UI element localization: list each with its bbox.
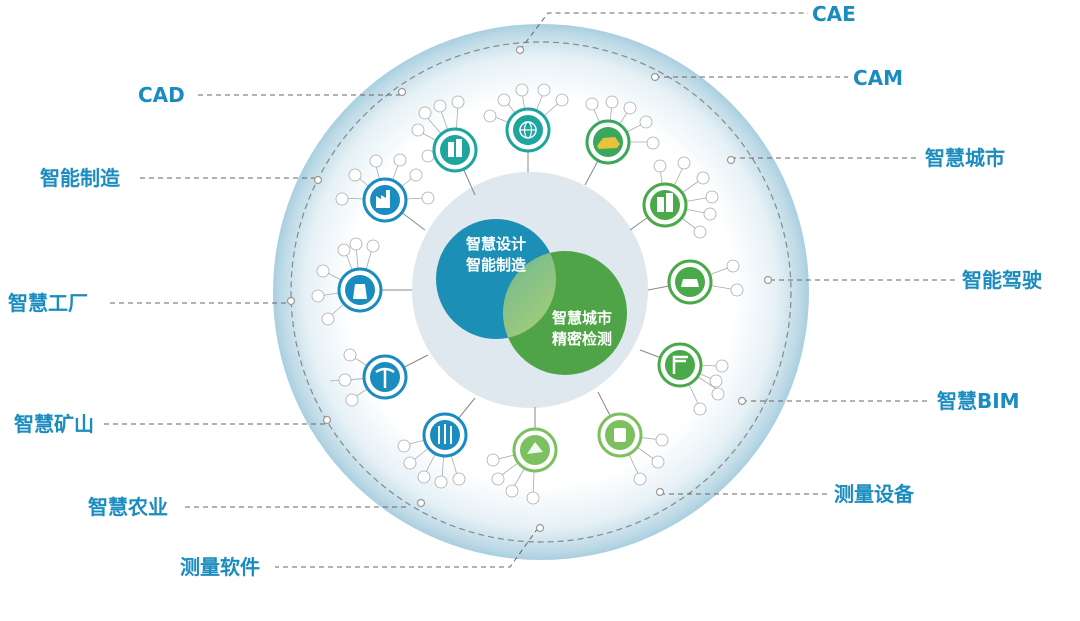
hub-power-plant [311, 237, 383, 326]
venn-left-line-2: 智能制造 [465, 256, 526, 274]
ring-dots [286, 45, 773, 533]
label-smart-agriculture: 智慧农业 [88, 495, 168, 519]
label-smart-mining: 智慧矿山 [14, 412, 94, 436]
venn-right-text: 智慧城市 精密检测 [532, 308, 632, 350]
venn-overlap [503, 251, 556, 339]
hub-crane [657, 342, 729, 416]
label-cad: CAD [138, 83, 185, 107]
label-measurement-equipment: 测量设备 [834, 482, 914, 506]
venn-left-text: 智慧设计 智能制造 [446, 234, 546, 276]
hub-wheat [397, 412, 468, 489]
venn-left-line-1: 智慧设计 [465, 235, 526, 253]
venn-right-line-2: 精密检测 [551, 330, 612, 348]
hub-globe [483, 83, 569, 153]
label-measurement-software: 测量软件 [180, 555, 260, 579]
label-cae: CAE [812, 2, 856, 26]
outer-dashed-ring [290, 41, 792, 543]
hub-car [667, 259, 744, 305]
hub-building [411, 95, 478, 173]
hub-lab [597, 412, 669, 486]
hub-survey [486, 427, 558, 505]
label-smart-bim: 智慧BIM [937, 389, 1020, 413]
leader-lines [104, 12, 958, 568]
venn-right-line-1: 智慧城市 [551, 309, 612, 327]
label-smart-city: 智慧城市 [925, 146, 1005, 170]
hub-city-building [642, 156, 719, 239]
label-smart-driving: 智能驾驶 [962, 268, 1042, 292]
hub-pickaxe [329, 348, 408, 407]
hub-car-3d [585, 95, 660, 165]
label-smart-factory: 智慧工厂 [8, 291, 88, 315]
label-cam: CAM [853, 66, 904, 90]
label-smart-manufacturing: 智能制造 [40, 166, 120, 190]
hub-factory [335, 153, 435, 223]
